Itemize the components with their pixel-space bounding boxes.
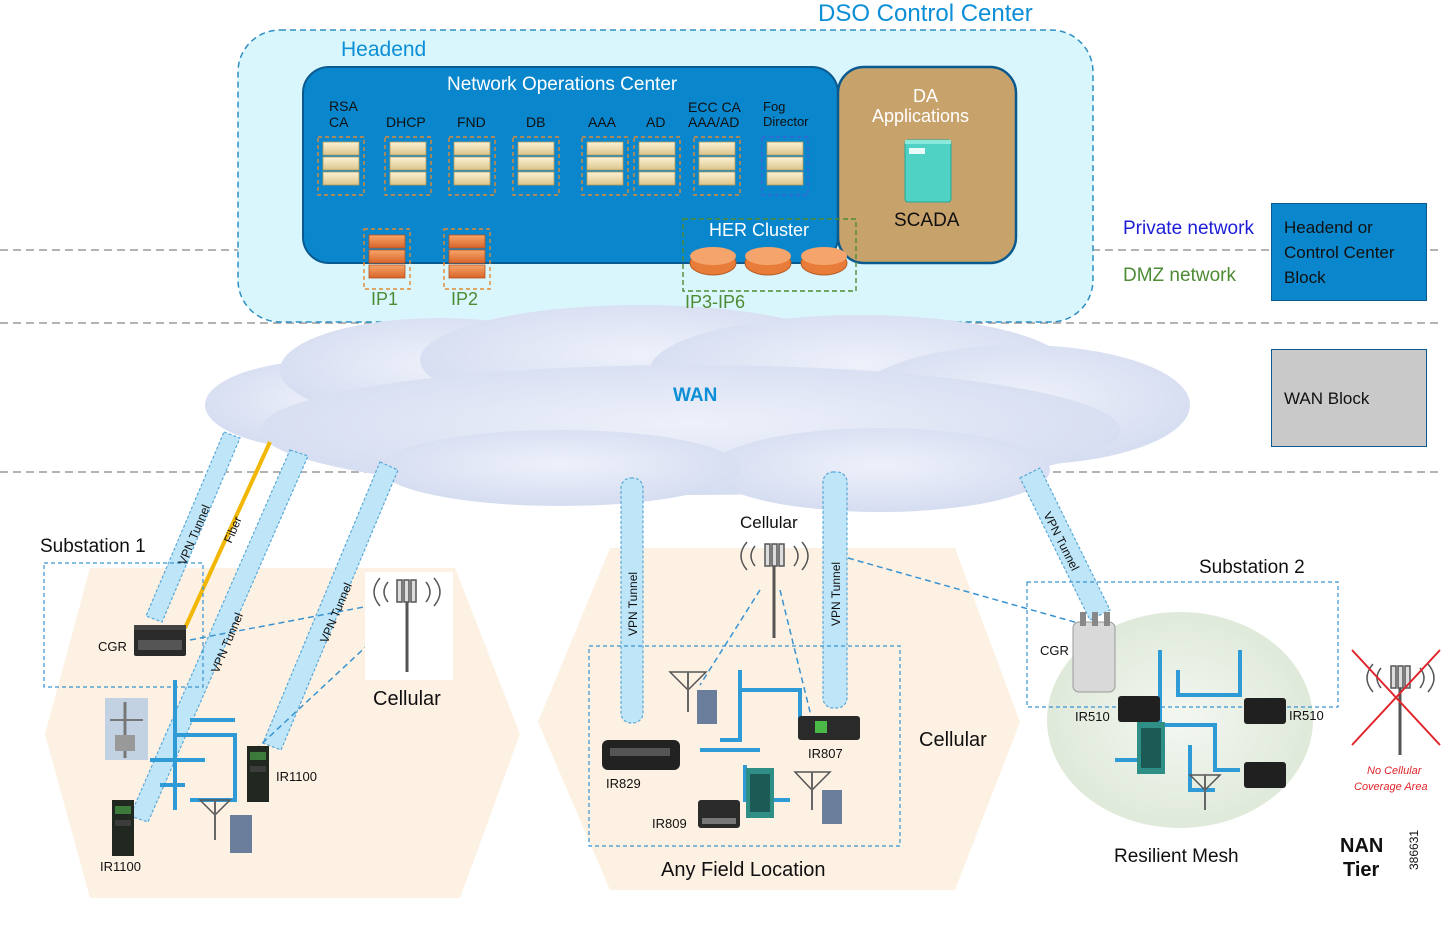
da-title-line1: DA [913,86,939,106]
no-coverage-tower-icon [1366,663,1435,755]
cellular-label-1: Cellular [373,688,441,710]
server-label-fnd: FND [457,114,486,130]
server-label-aaa: AAA [588,114,617,130]
server-label-dhcp: DHCP [386,114,426,130]
cgr-router-1-icon [134,625,186,656]
resilient-mesh-label: Resilient Mesh [1114,846,1239,867]
ip1-label: IP1 [371,289,399,309]
vpn-tunnel-label-5: VPN Tunnel [829,561,843,626]
ir809-router-icon [698,800,740,828]
substation-photo-icon [105,698,148,760]
substation2-label: Substation 2 [1199,557,1305,578]
ir1100-label-right: IR1100 [276,769,317,784]
her-cluster-label: HER Cluster [709,220,810,240]
vpn-tunnel-label-4: VPN Tunnel [626,571,640,636]
headend-title: Headend [341,38,427,61]
ip2-label: IP2 [451,289,479,309]
cell-tower-icon-1 [365,572,453,680]
server-label-rsa: RSA CA [329,98,358,130]
wan-label: WAN [673,385,718,406]
ir1100-right-icon [247,746,269,802]
any-field-location-label: Any Field Location [661,859,826,881]
no-coverage-line2: Coverage Area [1354,781,1428,793]
mesh-center-device-icon [1137,722,1165,774]
ir510-label-left: IR510 [1075,709,1110,724]
no-coverage-cross [1351,649,1441,746]
wan-cloud [205,305,1190,512]
noc-title: Network Operations Center [447,74,678,95]
ir1100-left-icon [112,800,134,856]
nan-tier-line2: Tier [1343,859,1380,881]
ip3-ip6-label: IP3-IP6 [685,292,746,312]
field-device-icon [746,768,774,818]
meter-pole-icon-2 [668,671,717,724]
meter-pole-icon-3 [793,771,842,824]
wan-block-label: WAN Block [1284,389,1370,408]
headend-block-line3: Block [1284,268,1326,287]
headend-block-line2: Control Center [1284,243,1395,262]
ir1100-label-left: IR1100 [100,859,141,874]
da-title-line2: Applications [872,106,970,126]
cgr-label-2: CGR [1040,643,1069,658]
nan-tier-line1: NAN [1340,835,1384,857]
her-cluster-box [682,218,857,292]
cellular-label-2: Cellular [740,513,798,532]
scada-label: SCADA [894,210,960,231]
meter-pole-icon-1 [198,799,252,853]
cell-tower-icon-2 [740,541,809,638]
figure-id: 386631 [1407,829,1421,870]
no-coverage-line1: No Cellular [1367,765,1422,777]
field-location-box [588,645,901,847]
private-network-label: Private network [1123,218,1254,239]
server-label-db: DB [526,114,546,130]
ir510-label-right: IR510 [1289,708,1324,723]
server-label-fog: Fog Director [763,99,809,129]
cgr-router-2-icon [1072,612,1116,693]
ir829-label: IR829 [606,776,641,791]
cgr-label-1: CGR [98,639,127,654]
control-center-title: DSO Control Center [818,0,1033,27]
field-location-area [538,548,1020,890]
wan-block-box [1271,349,1427,447]
ir807-label: IR807 [808,746,843,761]
ir829-router-icon [602,740,680,770]
ip-servers [368,234,486,279]
her-routers [689,247,848,276]
ir807-router-icon [798,716,860,740]
headend-block-line1: Headend or [1284,218,1373,237]
noc-servers [317,136,741,196]
cellular-label-3: Cellular [919,729,987,751]
substation1-box [43,562,204,688]
substation2-box [1026,581,1339,708]
meter-pole-icon-4 [1188,774,1222,810]
substation1-label: Substation 1 [40,536,146,557]
ir510-devices-icons [1118,696,1286,788]
ir809-label: IR809 [652,816,687,831]
scada-server-icon [904,139,952,203]
dmz-network-label: DMZ network [1123,265,1236,286]
server-label-ad: AD [646,114,666,130]
server-stacks [322,141,804,186]
headend-block-box [1271,203,1427,301]
server-label-ecc: ECC CA AAA/AD [688,99,741,130]
